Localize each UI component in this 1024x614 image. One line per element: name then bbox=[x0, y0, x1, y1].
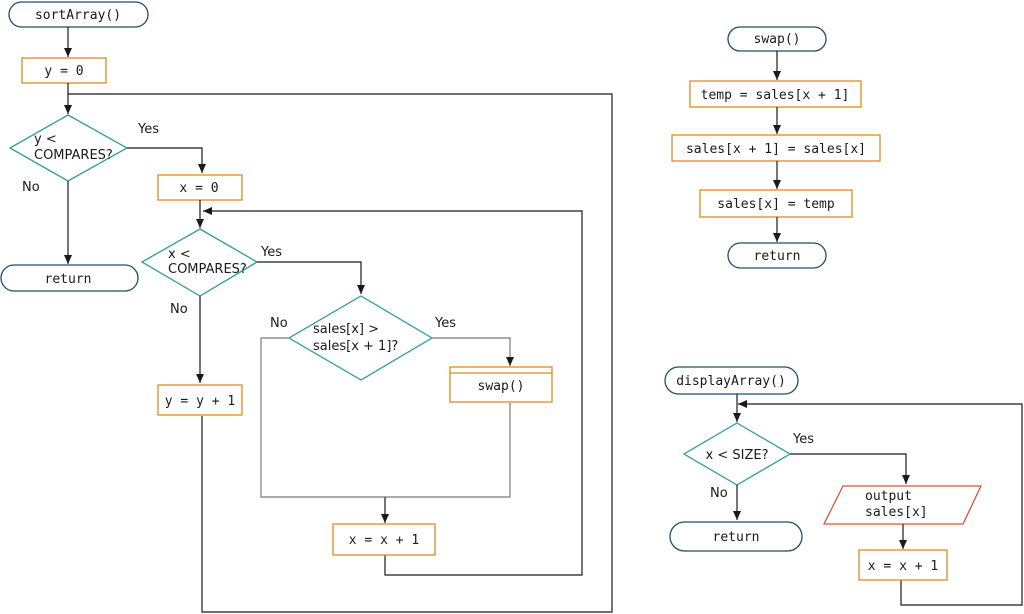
swap-start-label: swap() bbox=[754, 32, 801, 47]
swap-step3-label: sales[x] = temp bbox=[717, 197, 835, 212]
inc-x-label: x = x + 1 bbox=[349, 533, 419, 548]
init-x-label: x = 0 bbox=[179, 181, 218, 196]
decision-x-no-label: No bbox=[170, 302, 188, 317]
inner-loop-return-line bbox=[203, 207, 583, 576]
decision-sales-compare bbox=[287, 295, 434, 381]
inc-y-box bbox=[157, 384, 243, 416]
arrow-x-yes-to-sales-decision bbox=[257, 261, 365, 294]
decision-sales-line1: sales[x] > bbox=[313, 322, 379, 337]
inc-y-label: y = y + 1 bbox=[165, 394, 235, 409]
sortarray-start-terminal bbox=[8, 1, 149, 28]
arrow-y-yes-to-init-x bbox=[127, 147, 206, 173]
decision-sales-line2: sales[x + 1]? bbox=[313, 339, 398, 354]
swap-step1-label: temp = sales[x + 1] bbox=[701, 88, 850, 103]
arrow-sales-yes-to-swap bbox=[432, 337, 514, 366]
decision-x-line2: COMPARES? bbox=[168, 262, 247, 277]
decision-y-yes-label: Yes bbox=[137, 122, 159, 137]
output-line2: sales[x] bbox=[865, 505, 928, 520]
decision-y-line1: y < bbox=[34, 132, 57, 147]
swap-return-label: return bbox=[754, 249, 801, 264]
decision-x-size-yes-label: Yes bbox=[792, 432, 814, 447]
swap-step1-box bbox=[689, 80, 862, 108]
decision-x-size-label: x < SIZE? bbox=[706, 448, 769, 463]
display-return-terminal bbox=[669, 521, 803, 552]
swap-return-terminal bbox=[727, 242, 827, 269]
swap-call-label: swap() bbox=[478, 379, 525, 394]
displayarray-flowchart: displayArray() x < SIZE? Yes No return o… bbox=[664, 366, 1023, 606]
outer-loop-return-line bbox=[68, 93, 613, 613]
sales-no-branch-line bbox=[260, 337, 511, 498]
init-y-label: y = 0 bbox=[44, 64, 83, 79]
sortarray-start-label: sortArray() bbox=[35, 8, 121, 23]
decision-y-no-label: No bbox=[22, 180, 40, 195]
decision-y-line2: COMPARES? bbox=[34, 148, 113, 163]
sortarray-return-label: return bbox=[45, 272, 92, 287]
init-x-box bbox=[157, 174, 243, 201]
inc-x-box bbox=[332, 523, 436, 556]
decision-x-line1: x < bbox=[168, 247, 191, 262]
swap-step2-box bbox=[671, 134, 881, 162]
output-sales-parallelogram bbox=[822, 485, 983, 525]
display-inc-x-box bbox=[858, 549, 948, 581]
decision-sales-yes-label: Yes bbox=[434, 316, 456, 331]
display-start-label: displayArray() bbox=[676, 374, 786, 389]
arrow-size-yes-to-output bbox=[790, 453, 910, 484]
swap-flowchart: swap() temp = sales[x + 1] sales[x + 1] … bbox=[671, 26, 881, 269]
init-y-box bbox=[21, 57, 107, 84]
display-start-terminal bbox=[664, 366, 799, 395]
decision-x-size-no-label: No bbox=[710, 486, 728, 501]
display-inc-x-label: x = x + 1 bbox=[868, 559, 938, 574]
sortarray-return-terminal bbox=[0, 264, 139, 292]
display-loop-return-line bbox=[738, 400, 1023, 606]
decision-sales-no-label: No bbox=[270, 316, 288, 331]
sortarray-flowchart: sortArray() y = 0 y < COMPARES? Yes No r… bbox=[0, 1, 613, 613]
output-line1: output bbox=[865, 489, 912, 504]
decision-x-yes-label: Yes bbox=[260, 245, 282, 260]
display-return-label: return bbox=[713, 530, 760, 545]
swap-step3-box bbox=[699, 189, 853, 218]
swap-step2-label: sales[x + 1] = sales[x] bbox=[686, 142, 866, 157]
